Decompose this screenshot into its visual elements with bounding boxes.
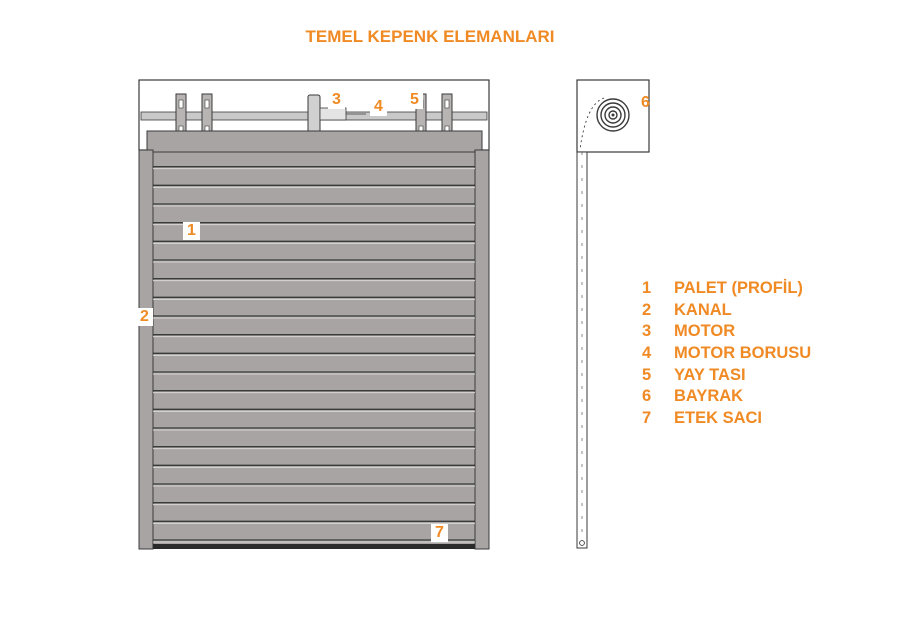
legend-item: 1 PALET (PROFİL) (642, 278, 811, 300)
legend-label: YAY TASI (674, 365, 746, 384)
legend-label: PALET (PROFİL) (674, 279, 803, 297)
callout-7: 7 (431, 524, 448, 542)
legend-item: 5 YAY TASI (642, 365, 811, 387)
slat-lines (153, 166, 475, 543)
legend: 1 PALET (PROFİL) 2 KANAL 3 MOTOR 4 MOTOR BOR… (642, 278, 811, 430)
legend-number: 1 (642, 279, 652, 297)
diagram-title: TEMEL KEPENK ELEMANLARI (305, 27, 555, 46)
guide-rail-right (474, 149, 490, 550)
top-plate (146, 130, 483, 153)
callout-5: 5 (406, 91, 423, 109)
legend-number: 2 (642, 300, 652, 319)
legend-number: 3 (642, 322, 652, 341)
curtain (152, 151, 476, 547)
legend-label: BAYRAK (674, 387, 744, 406)
legend-item: 3 MOTOR (642, 321, 811, 343)
legend-item: 6 BAYRAK (642, 386, 811, 408)
legend-number: 5 (642, 365, 652, 384)
callout-2: 2 (136, 308, 153, 326)
legend-number: 7 (642, 409, 652, 428)
legend-item: 4 MOTOR BORUSU (642, 343, 811, 365)
legend-label: MOTOR BORUSU (674, 344, 812, 363)
callout-3: 3 (328, 91, 345, 109)
roll-coil (596, 98, 630, 132)
legend-item: 2 KANAL (642, 300, 811, 322)
callout-4: 4 (370, 98, 387, 116)
side-view (576, 79, 650, 549)
legend-number: 4 (642, 344, 652, 363)
legend-label: ETEK SACI (674, 409, 763, 428)
legend-label: KANAL (674, 300, 732, 319)
bottom-bar (153, 544, 475, 549)
front-view (138, 79, 490, 550)
legend-number: 6 (642, 387, 652, 406)
side-bottom (579, 540, 585, 546)
legend-label: MOTOR (674, 322, 736, 341)
legend-item: 7 ETEK SACI (642, 408, 811, 430)
callout-1: 1 (183, 222, 200, 240)
guide-rail-left (138, 149, 154, 550)
callout-6: 6 (641, 94, 650, 111)
